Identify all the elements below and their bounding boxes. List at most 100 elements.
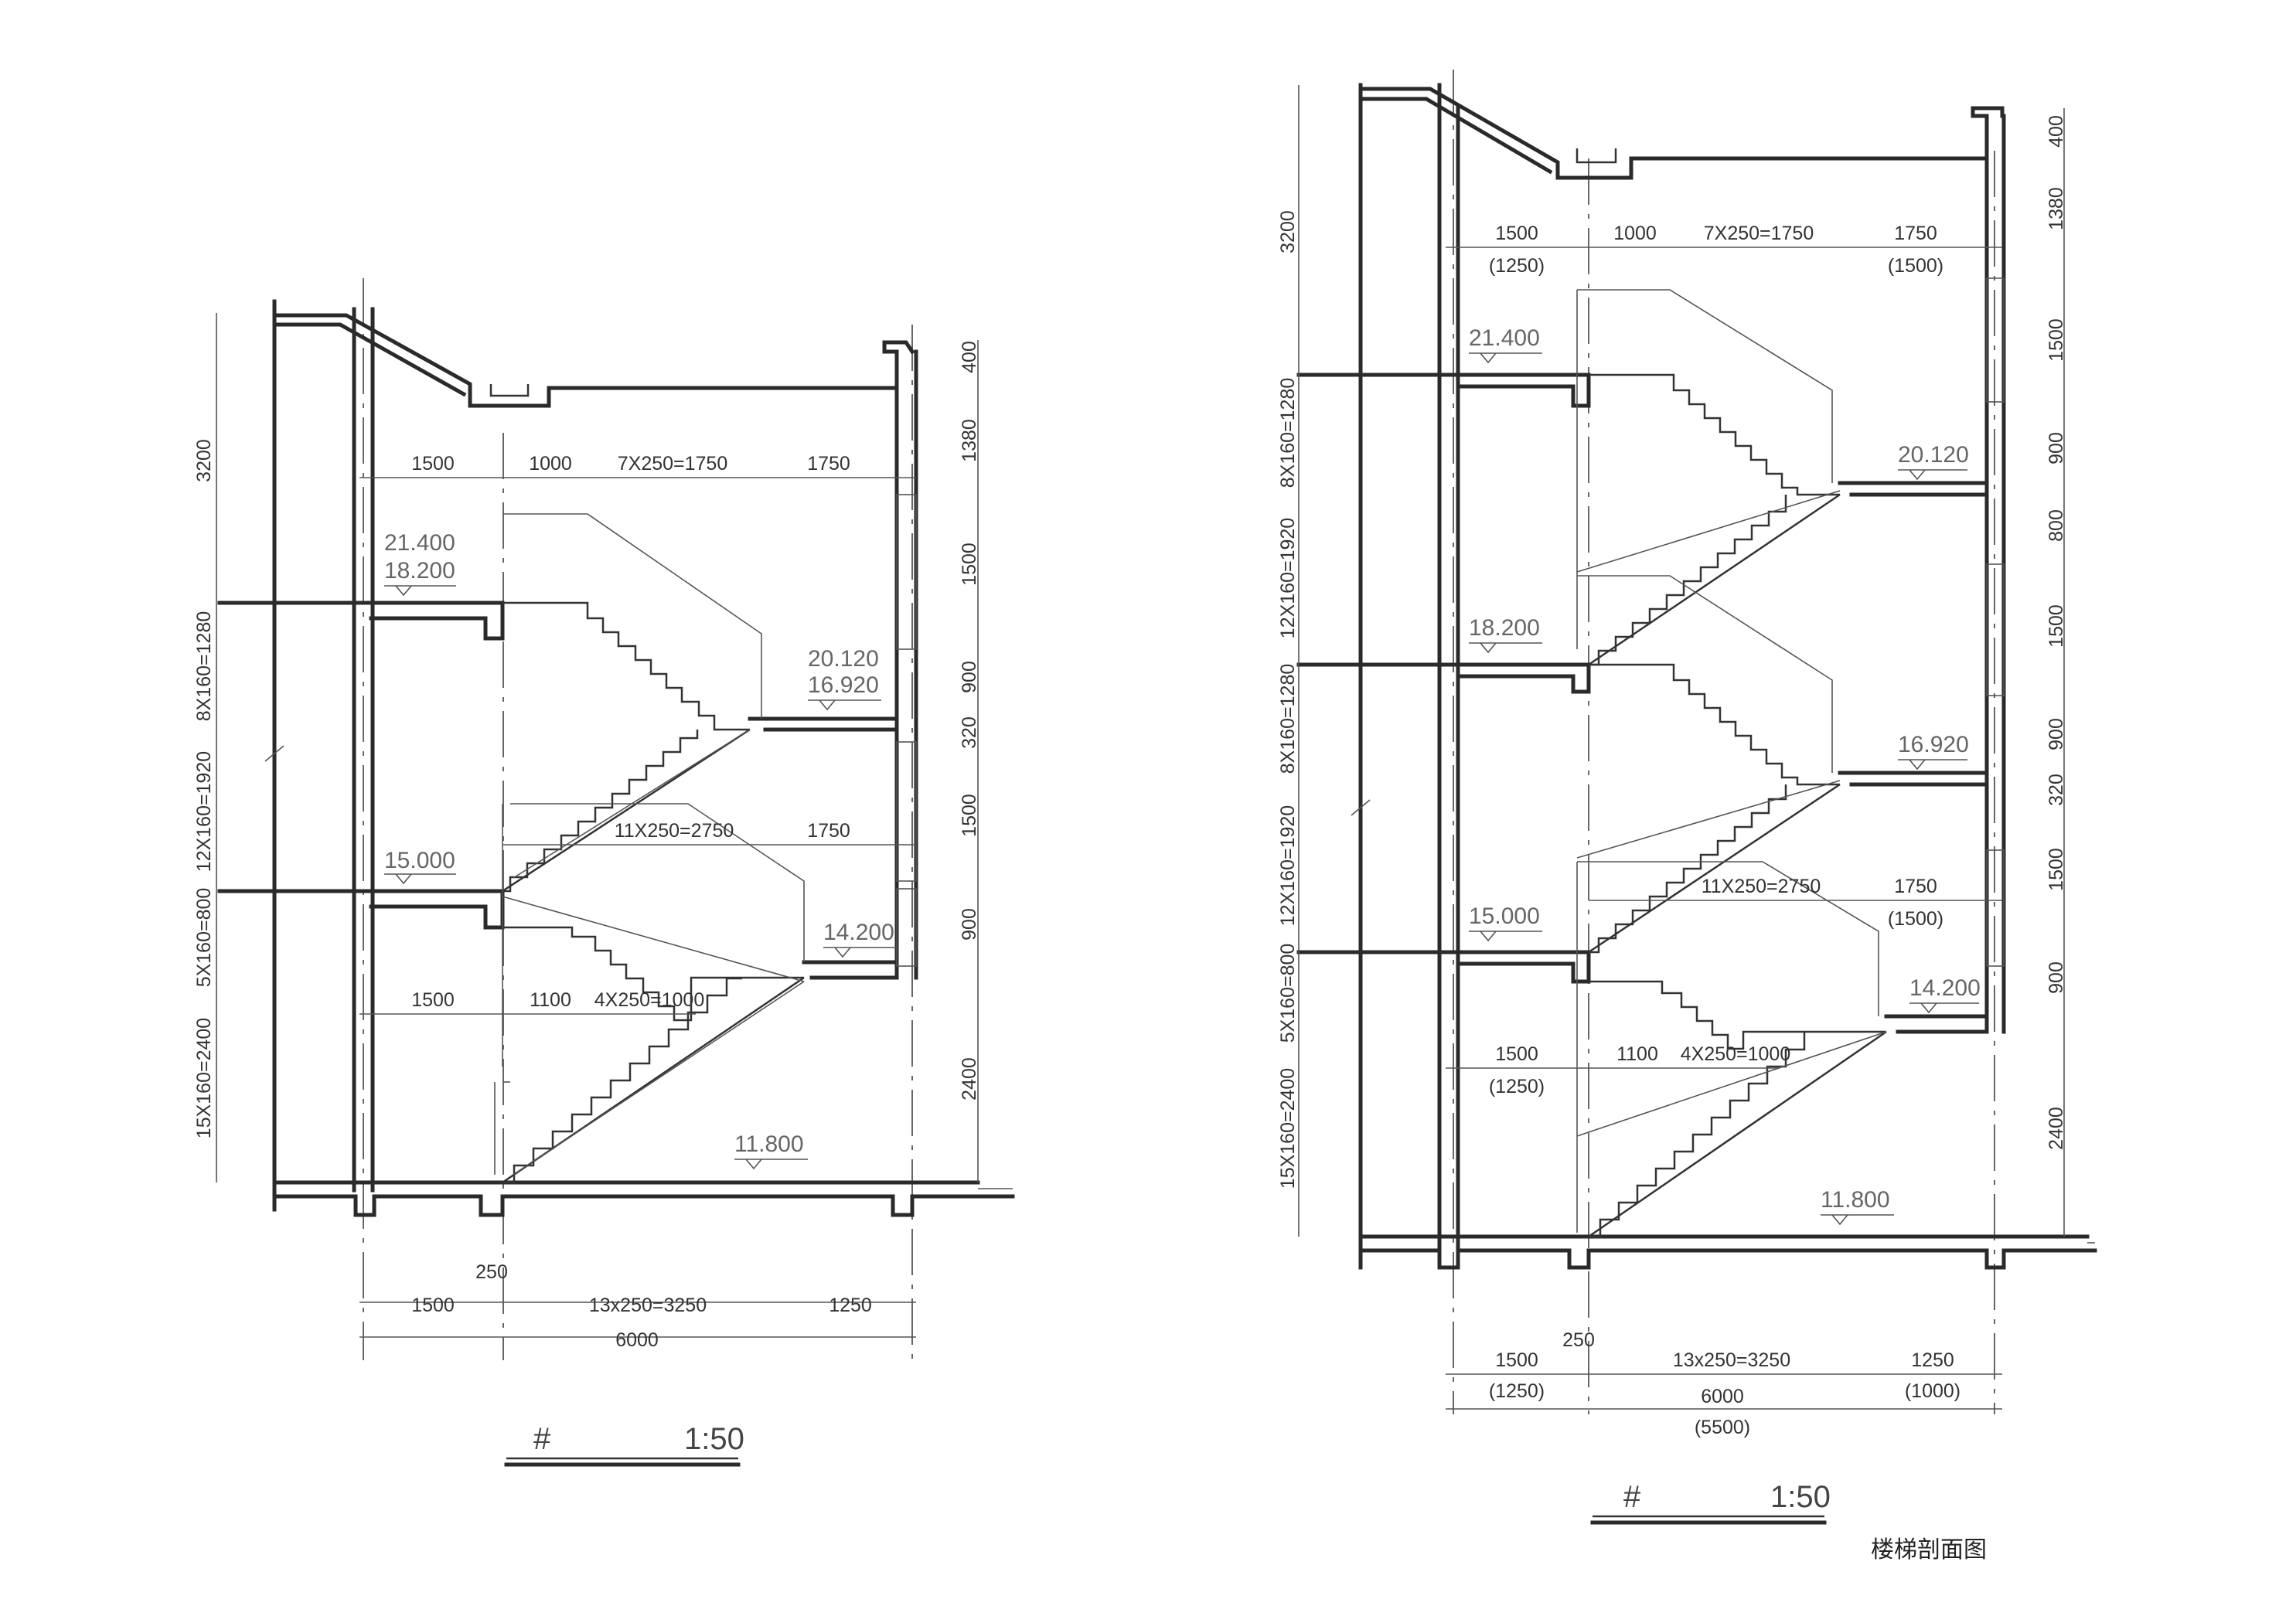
right-top-dim-4b: (1500) xyxy=(1888,255,1943,277)
left-elev-mark-3 xyxy=(384,873,456,885)
right-elev-mark-7 xyxy=(1821,1214,1894,1226)
right-side-dim-7: 15X160=2400 xyxy=(1277,1068,1299,1189)
left-right-dim-3: 1500 xyxy=(959,543,980,586)
right-windows xyxy=(1986,277,2005,967)
right-side-dim-3: 12X160=1920 xyxy=(1277,518,1299,638)
right-bottom-dim-4b: (1000) xyxy=(1905,1380,1960,1402)
right-bottom-total: 6000 xyxy=(1701,1386,1744,1407)
left-bottom-dim-2: 1500 xyxy=(411,1295,455,1316)
right-right-dim-6: 1500 xyxy=(2046,604,2067,648)
right-title-block: # 1:50 楼梯剖面图 xyxy=(1590,1480,1987,1563)
right-elevations: 21.400 20.120 18.200 16.920 15.000 14.20… xyxy=(1469,325,1981,1226)
right-right-dim-11: 2400 xyxy=(2046,1107,2067,1150)
right-low-dim-1b: (1250) xyxy=(1489,1076,1545,1097)
left-side-dim-3: 12X160=1920 xyxy=(193,751,215,872)
left-right-dim-6: 1500 xyxy=(959,794,980,837)
right-side-dim-2: 8X160=1280 xyxy=(1277,378,1299,488)
left-right-dim-5: 320 xyxy=(959,716,980,749)
left-railing-lines xyxy=(502,513,805,1176)
left-low-dim-3: 4X250=1000 xyxy=(594,989,705,1011)
right-right-dim-1: 400 xyxy=(2046,115,2067,148)
left-top-dim-3: 7X250=1750 xyxy=(618,453,728,475)
right-mid-dim-1: 11X250=2750 xyxy=(1702,876,1821,897)
left-title-block: # 1:50 xyxy=(504,1422,744,1467)
right-bottom-dim-2b: (1250) xyxy=(1489,1380,1545,1402)
left-bottom-dim-3: 13x250=3250 xyxy=(589,1295,707,1316)
right-right-dim-10: 900 xyxy=(2046,961,2067,994)
left-right-dim-4: 900 xyxy=(959,661,980,693)
right-boundary-wall xyxy=(1351,83,1371,1270)
right-elev-mark-3 xyxy=(1469,642,1542,654)
right-right-dim-8: 320 xyxy=(2046,774,2067,806)
right-title-scale: 1:50 xyxy=(1770,1480,1831,1514)
left-low-dim-2: 1100 xyxy=(530,989,571,1011)
left-mid-dim-1: 11X250=2750 xyxy=(615,820,734,842)
right-top-dim-3: 7X250=1750 xyxy=(1704,223,1814,244)
right-title-mark: # xyxy=(1623,1480,1641,1514)
right-mid-dim-2: 1750 xyxy=(1894,876,1937,897)
right-right-dim-9: 1500 xyxy=(2046,848,2067,891)
left-elevation-18200: 18.200 xyxy=(384,558,455,584)
left-dimension-lines xyxy=(216,313,979,1338)
left-elevation-14200: 14.200 xyxy=(823,920,894,945)
right-side-dim-6: 5X160=800 xyxy=(1277,944,1299,1043)
right-stair-flights xyxy=(1588,373,1887,1238)
right-elevation-20120: 20.120 xyxy=(1898,442,1969,468)
right-elev-mark-2 xyxy=(1898,469,1967,481)
left-bottom-dim-4: 1250 xyxy=(829,1295,872,1316)
left-elevation-16920: 16.920 xyxy=(808,672,879,698)
left-elevation-15000: 15.000 xyxy=(384,848,455,873)
right-top-dim-4: 1750 xyxy=(1894,223,1937,244)
left-mid-dim-2: 1750 xyxy=(807,820,850,842)
left-title-scale: 1:50 xyxy=(684,1422,744,1456)
left-boundary-wall xyxy=(264,299,284,1212)
right-low-dim-1: 1500 xyxy=(1495,1043,1538,1065)
right-dimension-texts: 1500 (1250) 1000 7X250=1750 1750 (1500) … xyxy=(1277,115,2067,1438)
right-elevation-16920: 16.920 xyxy=(1898,732,1969,757)
right-elevation-21400: 21.400 xyxy=(1469,325,1540,351)
left-bottom-total: 6000 xyxy=(615,1329,659,1351)
left-top-dim-1: 1500 xyxy=(411,453,455,475)
right-dimension-lines xyxy=(1298,85,2065,1410)
left-elev-mark-2 xyxy=(808,699,881,711)
right-right-dim-5: 800 xyxy=(2046,509,2067,542)
left-column xyxy=(352,307,375,1193)
right-top-dim-2: 1000 xyxy=(1613,223,1657,244)
right-top-dim-1b: (1250) xyxy=(1489,255,1545,277)
left-windows xyxy=(896,494,917,967)
right-railing-lines xyxy=(1576,289,1887,1233)
left-elev-mark-5 xyxy=(734,1159,808,1170)
left-side-dim-4: 5X160=800 xyxy=(193,888,215,988)
right-elev-mark-5 xyxy=(1469,931,1542,942)
left-bottom-dim-1: 250 xyxy=(475,1261,508,1283)
right-floor-slabs xyxy=(1296,373,2097,1270)
left-side-dim-1: 3200 xyxy=(193,439,215,482)
left-elevations: 21.400 18.200 20.120 16.920 15.000 14.20… xyxy=(384,530,897,1170)
right-elevation-11800: 11.800 xyxy=(1821,1187,1890,1213)
left-top-dim-4: 1750 xyxy=(807,453,850,475)
left-right-dim-7: 900 xyxy=(959,908,980,941)
left-low-dim-1: 1500 xyxy=(411,989,455,1011)
right-elevation-15000: 15.000 xyxy=(1469,903,1540,929)
right-section: 1500 (1250) 1000 7X250=1750 1750 (1500) … xyxy=(1277,70,2097,1563)
left-right-dim-8: 2400 xyxy=(959,1057,980,1101)
right-bottom-dim-2: 1500 xyxy=(1495,1349,1538,1371)
right-low-dim-3: 4X250=1000 xyxy=(1681,1043,1791,1065)
left-section: 1500 1000 7X250=1750 1750 11X250=2750 17… xyxy=(193,278,1015,1467)
right-right-dim-2: 1380 xyxy=(2046,187,2067,230)
right-top-dim-1: 1500 xyxy=(1495,223,1538,244)
left-elevation-20120: 20.120 xyxy=(808,646,879,672)
right-right-dim-3: 1500 xyxy=(2046,318,2067,362)
right-side-dim-4: 8X160=1280 xyxy=(1277,664,1299,774)
right-elev-mark-6 xyxy=(1909,1002,1979,1014)
left-dimension-texts: 1500 1000 7X250=1750 1750 11X250=2750 17… xyxy=(193,341,980,1351)
left-floor-slabs xyxy=(217,601,1015,1217)
left-elevation-21400: 21.400 xyxy=(384,530,455,556)
left-stair-flights xyxy=(494,601,805,1184)
right-bottom-dim-3: 13x250=3250 xyxy=(1673,1349,1790,1371)
left-elev-mark-4 xyxy=(823,947,897,958)
left-title-mark: # xyxy=(533,1422,551,1456)
left-right-dim-2: 1380 xyxy=(959,419,980,462)
right-right-dim-7: 900 xyxy=(2046,718,2067,750)
